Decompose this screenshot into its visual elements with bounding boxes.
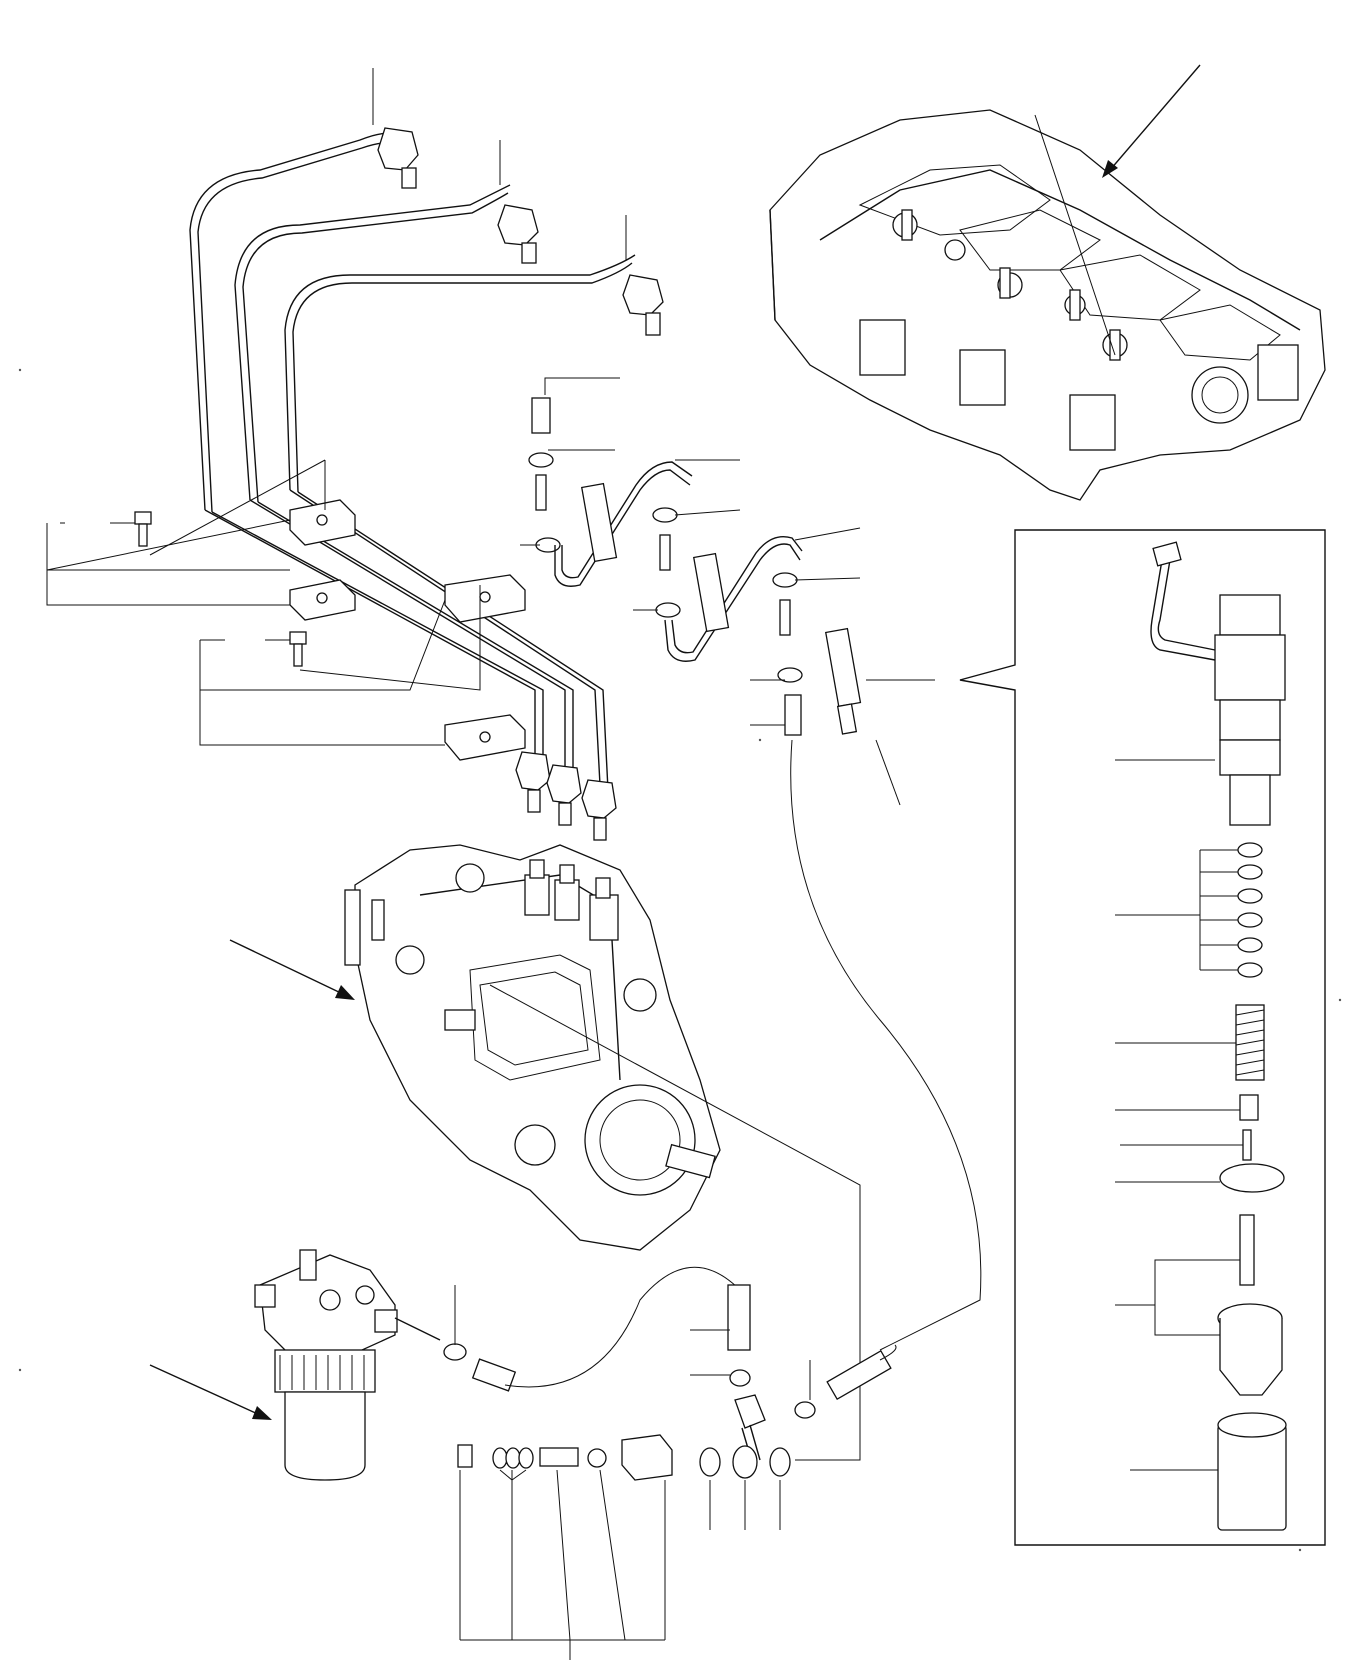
injector-nozzle-holders	[580, 482, 862, 735]
pump-arrow	[229, 939, 346, 996]
leak-off-return-line	[790, 739, 982, 1351]
leak-off-pipes	[528, 397, 803, 736]
leader-injector	[875, 739, 901, 806]
scan-specks	[18, 368, 1342, 1552]
cylinder-head-arrowhead	[1102, 160, 1118, 178]
fuel-hoses	[394, 1266, 897, 1463]
pump-arrowhead	[335, 985, 355, 1000]
callout-leaders	[46, 68, 935, 1400]
fuel-filter	[254, 1249, 398, 1481]
cylinder-head	[769, 109, 1326, 501]
pipe-clamps	[134, 499, 526, 761]
injector-exploded-detail	[959, 529, 1326, 1546]
leader-cylinder-head	[1034, 114, 1116, 356]
filter-arrow	[149, 1364, 261, 1416]
fuel-injection-pump	[344, 844, 721, 1251]
cylinder-head-arrow	[1109, 64, 1201, 171]
leader-pump-cover	[489, 984, 861, 1461]
filter-arrowhead	[252, 1406, 272, 1420]
delivery-valve-parts	[457, 1434, 791, 1660]
injection-pipes	[189, 127, 664, 841]
